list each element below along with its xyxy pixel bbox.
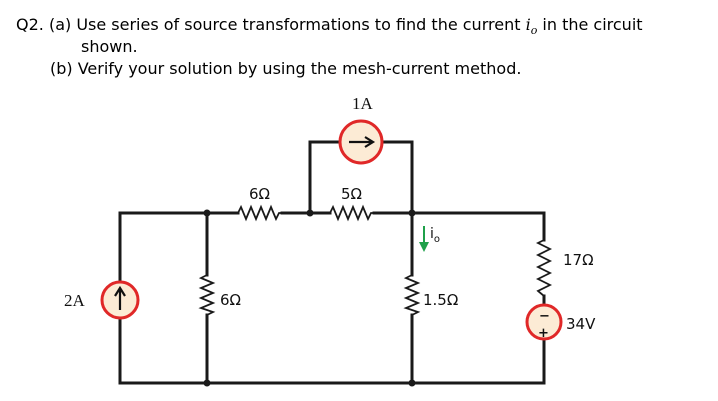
voltage-source-34v (525, 303, 563, 341)
node-bottom-left (203, 379, 211, 387)
question-text-suffix: in the circuit (537, 15, 643, 34)
label-res-shunt-6ohm: 6Ω (220, 291, 241, 309)
label-res-top-6ohm: 6Ω (249, 185, 270, 203)
label-res-1p5ohm: 1.5Ω (423, 291, 458, 309)
node-top-left (203, 209, 211, 217)
resistor-1p5ohm (403, 274, 421, 316)
resistor-17ohm (535, 239, 553, 297)
current-symbol-letter: i (525, 15, 531, 34)
arrow-up-icon (114, 285, 126, 310)
label-res-17ohm: 17Ω (563, 251, 594, 269)
label-res-top-5ohm: 5Ω (341, 185, 362, 203)
label-io: io (430, 226, 440, 245)
question-text-prefix: Q2. (a) Use series of source transformat… (16, 15, 526, 34)
current-source-1a (338, 119, 384, 165)
io-current-arrow-icon (419, 226, 429, 252)
plus-sign: + (538, 326, 549, 341)
node-top-mid (306, 209, 314, 217)
label-io-letter: i (430, 226, 434, 242)
current-symbol: io (525, 15, 538, 38)
wire-1a-loop (308, 140, 414, 215)
label-io-subscript: o (434, 234, 440, 245)
question-line-2: shown. (81, 37, 138, 56)
label-34v-source: 34V (566, 315, 596, 333)
question-line-3: (b) Verify your solution by using the me… (50, 59, 522, 78)
current-source-2a (100, 280, 140, 320)
resistor-shunt-6ohm (198, 274, 216, 316)
resistor-top-5ohm (329, 204, 374, 222)
question-line-1: Q2. (a) Use series of source transformat… (16, 15, 643, 37)
label-1a-source: 1A (352, 94, 374, 113)
minus-sign: − (539, 309, 550, 324)
node-top-right (408, 209, 416, 217)
current-symbol-subscript: o (530, 24, 538, 38)
arrow-right-icon (349, 136, 376, 148)
node-bottom-right (408, 379, 416, 387)
label-2a-source: 2A (64, 291, 86, 310)
resistor-top-6ohm (237, 204, 282, 222)
